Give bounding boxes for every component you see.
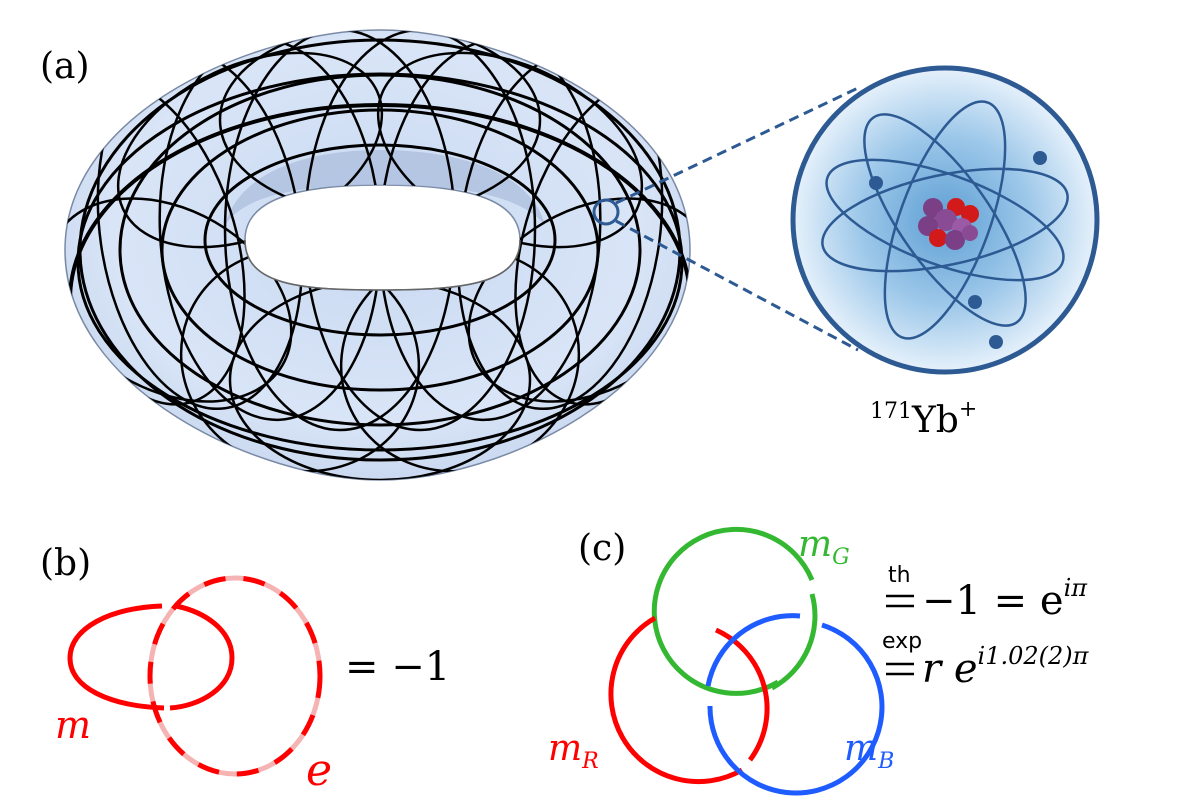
ion-mass-number: 171: [870, 399, 912, 424]
ring-blue-label: mB: [844, 728, 894, 774]
ring-green-subscript: G: [832, 545, 850, 570]
hopf-link: [67, 575, 323, 777]
ring-blue-upper: [705, 613, 801, 687]
loop-m: [67, 603, 235, 711]
eq-exp-rhs: r ei1.02(2)π: [922, 642, 1090, 692]
ring-green-upper: [770, 593, 818, 691]
ion-label: 171Yb+: [870, 397, 977, 441]
panel-b-label: (b): [40, 543, 91, 584]
ring-green-label: mG: [798, 524, 850, 570]
ring-blue-subscript: B: [877, 749, 894, 774]
borromean-rings: [608, 526, 885, 796]
panel-a-label: (a): [40, 46, 90, 87]
equation-experiment: exp r ei1.02(2)π: [882, 629, 1090, 692]
eq-theory-rhs: −1 = eiπ: [922, 574, 1088, 624]
eq-theory-rhs-main: −1 = e: [922, 578, 1064, 624]
ring-red-subscript: R: [581, 749, 599, 774]
nucleus: [918, 198, 979, 250]
ring-red-label: mR: [548, 728, 599, 774]
loop-e-label: e: [306, 745, 332, 796]
ring-green-symbol: m: [798, 524, 832, 565]
result-b: = −1: [345, 644, 450, 690]
eq-theory-exponent: iπ: [1064, 574, 1089, 602]
electrons: [869, 151, 1047, 349]
eq-theory-over: th: [888, 563, 911, 588]
eq-exp-exponent: i1.02(2)π: [978, 642, 1090, 670]
torus: [64, 29, 691, 481]
ion-charge: +: [959, 397, 977, 422]
eq-exp-rhs-main: r e: [922, 646, 978, 692]
ring-blue: [707, 622, 885, 796]
zoom-connector: [592, 86, 859, 352]
loop-m-label: m: [55, 703, 91, 747]
panel-c-label: (c): [578, 528, 626, 569]
eq-exp-over: exp: [882, 629, 922, 654]
ring-red-symbol: m: [548, 728, 582, 769]
equation-theory: th −1 = eiπ: [886, 563, 1088, 624]
ring-green: [651, 526, 815, 696]
atom-illustration: [790, 65, 1100, 375]
loop-e: [147, 575, 323, 777]
ring-blue-symbol: m: [844, 728, 878, 769]
ring-red: [608, 615, 744, 785]
ion-symbol: Yb: [911, 400, 959, 441]
